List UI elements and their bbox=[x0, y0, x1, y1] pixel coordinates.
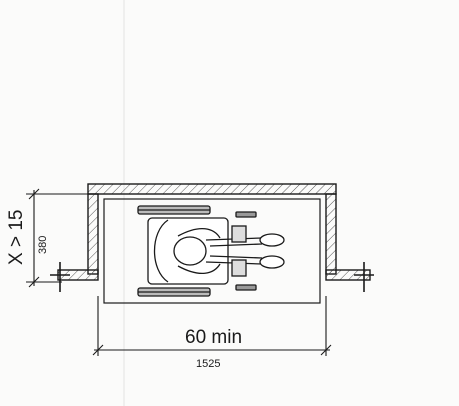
left-wall-end-marker bbox=[50, 262, 70, 292]
width-label: 60 min bbox=[185, 327, 242, 348]
alcove-wall bbox=[57, 183, 371, 281]
width-label-metric: 1525 bbox=[196, 358, 220, 370]
right-wall-end-marker bbox=[354, 262, 374, 292]
depth-dimension bbox=[26, 188, 92, 288]
clear-floor-space bbox=[103, 198, 321, 304]
width-dimension bbox=[92, 296, 332, 356]
depth-label-metric: 380 bbox=[37, 236, 49, 254]
wheelchair-occupant-top-view-icon bbox=[137, 205, 285, 297]
depth-label: X > 15 bbox=[6, 210, 27, 265]
